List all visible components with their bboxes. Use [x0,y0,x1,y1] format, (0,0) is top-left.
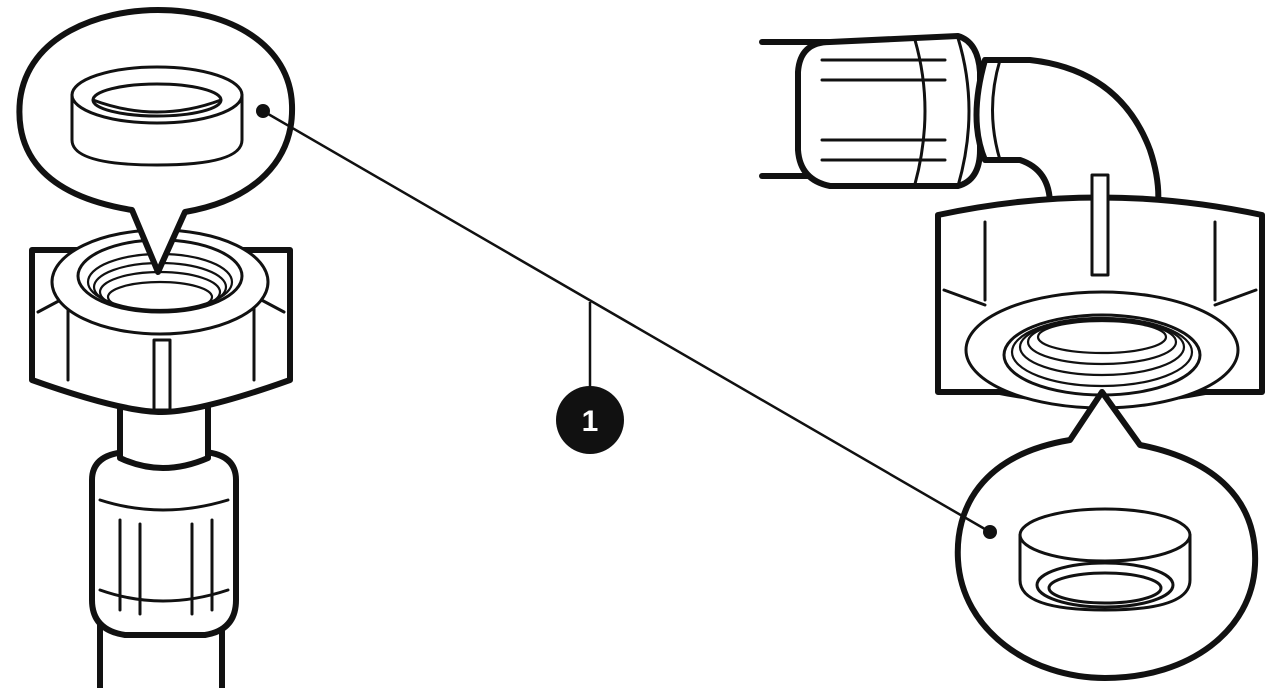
left-coupling-nut [29,228,293,415]
leader-dot-right [983,525,997,539]
callout-badge: 1 [556,386,624,454]
callout-leader [256,104,997,539]
left-sealing-washer [70,65,244,167]
right-washer-callout [954,389,1259,681]
left-coupling-neck [117,397,211,471]
right-coupling-nut [935,173,1265,410]
right-elbow [973,57,1162,208]
right-sealing-washer [1018,507,1192,612]
right-hose-ferrule [795,33,983,189]
callout-number: 1 [582,405,599,438]
right-hose-assembly [759,33,1265,681]
left-hose-ferrule [89,449,239,638]
leader-dot-left [256,104,270,118]
left-hose-assembly [16,7,296,688]
left-washer-callout [16,7,296,275]
